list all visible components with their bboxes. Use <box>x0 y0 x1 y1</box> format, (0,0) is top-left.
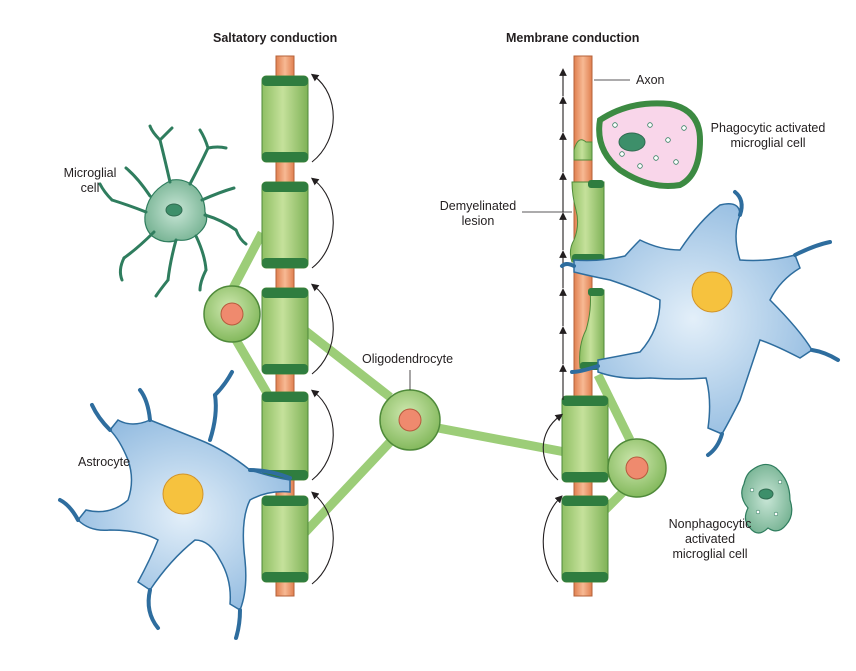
leader-lines <box>522 79 630 213</box>
nonphagocytic-label-line1: Nonphagocytic <box>668 517 752 531</box>
myelin-segment <box>261 75 309 163</box>
myelin-segment <box>561 495 609 583</box>
phagocytic-label-line2: microglial cell <box>730 136 806 150</box>
oligodendrocyte-right <box>607 438 667 498</box>
demyelinated-label-line2: lesion <box>461 214 495 228</box>
membrane-conduction-heading: Membrane conduction <box>506 31 640 45</box>
oligodendrocyte-label: Oligodendrocyte <box>362 352 454 366</box>
demyelinated-label-line1: Demyelinated <box>439 199 517 213</box>
oligodendrocyte-processes <box>228 230 635 544</box>
astrocyte-label: Astrocyte <box>78 455 131 469</box>
microglial-cell <box>98 124 248 298</box>
saltatory-jump-arrows <box>310 73 334 585</box>
microglial-label-line1: Microglial <box>63 166 117 180</box>
microglial-label: Microglial cell <box>60 166 120 196</box>
myelin-segment <box>561 395 609 483</box>
phagocytic-microglial-cell <box>596 100 704 189</box>
astrocyte-left <box>58 370 292 640</box>
astrocyte-right <box>560 190 840 457</box>
myelin-segment <box>261 287 309 375</box>
oligodendrocyte-center <box>379 370 441 451</box>
phagocytic-label-line1: Phagocytic activated <box>710 121 826 135</box>
nonphagocytic-label: Nonphagocytic activated microglial cell <box>648 517 772 562</box>
right-myelin-sheaths <box>561 139 609 583</box>
left-myelin-sheaths <box>261 75 309 583</box>
demyelinated-label: Demyelinated lesion <box>432 199 524 229</box>
demyelinated-remnant <box>569 139 605 263</box>
axon-label: Axon <box>636 73 665 87</box>
phagocytic-label: Phagocytic activated microglial cell <box>702 121 834 151</box>
oligodendrocyte-left <box>203 285 261 343</box>
membrane-conduction-arrows <box>542 68 567 583</box>
nonphagocytic-label-line2: activated <box>684 532 736 546</box>
myelin-segment <box>261 391 309 481</box>
nonphagocytic-microglial-cell <box>741 463 793 534</box>
microglial-label-line2: cell <box>80 181 100 195</box>
myelin-segment <box>261 181 309 269</box>
nonphagocytic-label-line3: microglial cell <box>672 547 748 561</box>
myelin-segment <box>261 495 309 583</box>
saltatory-conduction-heading: Saltatory conduction <box>213 31 338 45</box>
